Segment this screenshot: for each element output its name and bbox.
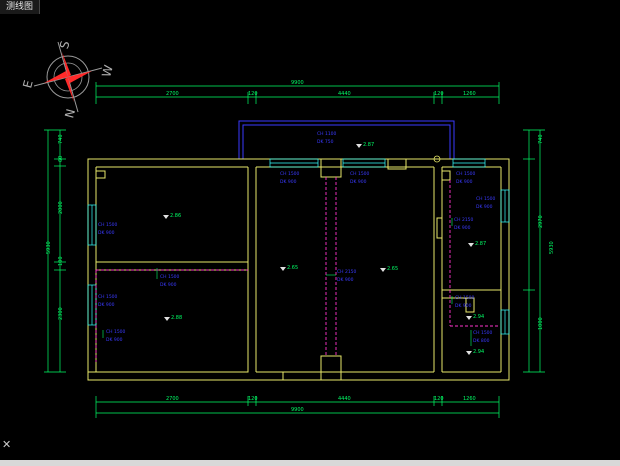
win-c1-dk: DK 750 — [317, 139, 334, 145]
window-annotations: CH 1100 DK 750 CH 1500 DK 900 CH 1500 DK… — [98, 131, 496, 344]
dim-left-seg-3: 2000 — [58, 201, 64, 214]
win-c13-ch: CH 1500 — [473, 330, 493, 336]
dim-top-seg-5: 1260 — [463, 91, 476, 97]
balcony-outline — [238, 120, 455, 159]
dimensions — [44, 82, 545, 418]
windows — [87, 158, 510, 335]
win-c13-dk: DK 800 — [473, 338, 490, 344]
dim-bottom-seg-5: 1260 — [463, 396, 476, 402]
compass-n: N — [62, 107, 78, 119]
walls — [87, 158, 510, 381]
win-c5-dk: DK 900 — [476, 204, 493, 210]
height-2: 2.86 — [170, 213, 181, 219]
dim-left-seg-2: 60 — [58, 156, 64, 162]
win-c11-dk: DK 900 — [455, 303, 472, 309]
win-c5-ch: CH 1500 — [476, 196, 496, 202]
win-c8-dk: DK 900 — [160, 282, 177, 288]
dim-right-seg-3: 1000 — [538, 317, 544, 330]
dim-top-seg-1: 2700 — [166, 91, 179, 97]
dim-top-total: 9900 — [291, 80, 304, 86]
win-c12-dk: DK 900 — [106, 337, 123, 343]
win-c4-dk: DK 900 — [456, 179, 473, 185]
height-6: 2.87 — [475, 241, 486, 247]
win-c10-ch: CH 1500 — [98, 294, 118, 300]
win-c2-dk: DK 900 — [280, 179, 297, 185]
annotation-leaders — [102, 218, 472, 346]
compass-e: E — [20, 79, 35, 90]
win-c12-ch: CH 1500 — [106, 329, 126, 335]
dim-top-seg-4: 120 — [434, 91, 444, 97]
height-5: 2.88 — [171, 315, 182, 321]
height-7: 2.94 — [473, 314, 484, 320]
status-bar — [0, 460, 620, 466]
dim-top-seg-3: 4440 — [338, 91, 351, 97]
compass-w: W — [99, 63, 116, 78]
height-1: 2.87 — [363, 142, 374, 148]
win-c6-ch: CH 1500 — [98, 222, 118, 228]
dim-top-seg-2: 120 — [248, 91, 258, 97]
win-c9-dk: DK 900 — [337, 277, 354, 283]
height-4: 2.65 — [387, 266, 398, 272]
win-c9-ch: CH 2150 — [337, 269, 357, 275]
win-c6-dk: DK 900 — [98, 230, 115, 236]
dim-left-total: 5930 — [46, 241, 52, 254]
column-marker — [433, 155, 441, 163]
height-8: 2.94 — [473, 349, 484, 355]
win-c3-dk: DK 900 — [350, 179, 367, 185]
win-c7-ch: CH 2150 — [454, 217, 474, 223]
dim-right-total: 5930 — [549, 241, 555, 254]
dim-right-seg-2: 2970 — [538, 215, 544, 228]
win-c8-ch: CH 1500 — [160, 274, 180, 280]
height-markers: 2.87 2.86 2.65 2.65 2.88 2.87 2.94 2.94 — [163, 142, 486, 355]
height-3: 2.65 — [287, 265, 298, 271]
dim-left-seg-4: 100 — [58, 256, 64, 266]
dim-left-seg-1: 740 — [58, 134, 64, 144]
dim-bottom-seg-2: 120 — [248, 396, 258, 402]
dim-bottom-total: 9900 — [291, 407, 304, 413]
dimension-text: 9900 2700 120 4440 120 1260 2700 120 444… — [46, 80, 555, 413]
dim-bottom-seg-1: 2700 — [166, 396, 179, 402]
win-c11-ch: CH 1500 — [455, 295, 475, 301]
win-c4-ch: CH 1500 — [456, 171, 476, 177]
drawing-tab-label: 测线图 — [6, 2, 34, 12]
dim-right-seg-1: 740 — [538, 134, 544, 144]
close-icon[interactable]: ✕ — [2, 438, 12, 451]
win-c3-ch: CH 1500 — [350, 171, 370, 177]
compass-rose: S N E W — [20, 39, 116, 119]
dim-left-seg-5: 2300 — [58, 307, 64, 320]
dim-bottom-seg-3: 4440 — [338, 396, 351, 402]
win-c10-dk: DK 900 — [98, 302, 115, 308]
drawing-tab[interactable]: 测线图 — [0, 0, 41, 14]
dashed-lines — [95, 177, 498, 362]
dim-bottom-seg-4: 120 — [434, 396, 444, 402]
compass-s: S — [57, 39, 72, 50]
win-c2-ch: CH 1500 — [280, 171, 300, 177]
win-c1-ch: CH 1100 — [317, 131, 337, 137]
win-c7-dk: DK 900 — [454, 225, 471, 231]
